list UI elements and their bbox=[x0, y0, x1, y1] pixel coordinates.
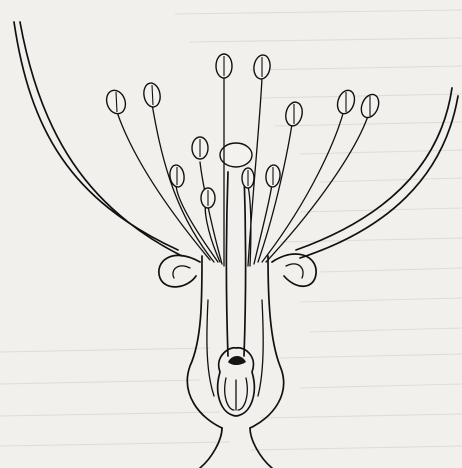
left-lateral-gland bbox=[159, 255, 200, 287]
anther bbox=[142, 82, 162, 108]
anthers bbox=[103, 54, 381, 208]
anther bbox=[335, 88, 358, 116]
right-gland-inner bbox=[286, 264, 303, 278]
anther bbox=[103, 88, 128, 117]
ovary-chamber bbox=[218, 348, 255, 416]
anther bbox=[284, 101, 305, 128]
left-sepal bbox=[14, 22, 182, 256]
left-gland-inner bbox=[173, 266, 190, 278]
anther bbox=[242, 168, 254, 188]
anther bbox=[265, 164, 281, 187]
stigma bbox=[220, 143, 252, 167]
anther bbox=[192, 137, 208, 159]
right-lateral-gland bbox=[272, 254, 316, 286]
right-sepal bbox=[296, 88, 458, 258]
anther bbox=[216, 54, 232, 78]
anther bbox=[201, 188, 215, 208]
anther bbox=[252, 54, 271, 80]
bleed-through-lines bbox=[0, 10, 462, 450]
